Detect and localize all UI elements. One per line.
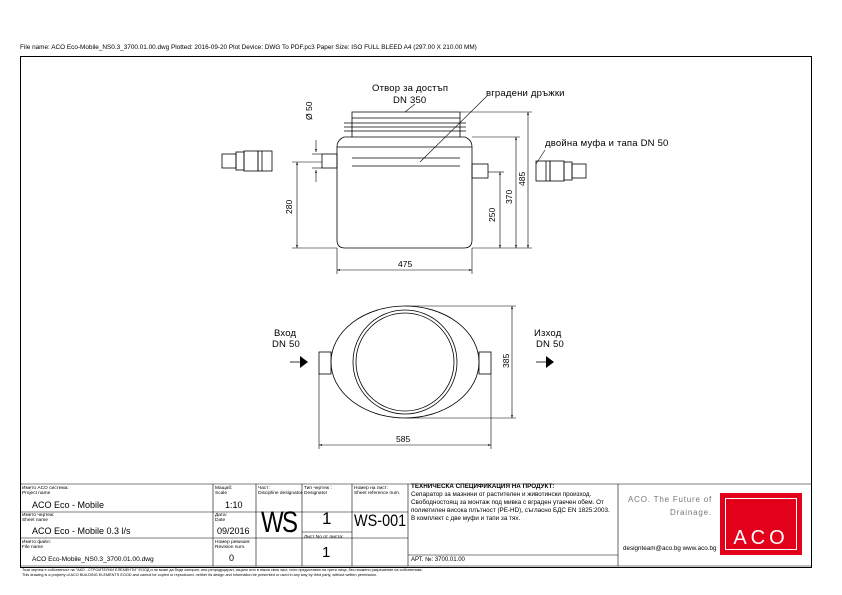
drawing-frame bbox=[20, 56, 812, 568]
type-label-en: Designator bbox=[304, 491, 328, 496]
file-name: ACO Eco-Mobile_NS0.3_3700.01.00.dwg bbox=[32, 556, 154, 563]
aco-logo: ACO bbox=[720, 493, 802, 555]
date-label-en: Date bbox=[215, 518, 226, 523]
part-label-bg: Част: bbox=[258, 486, 270, 491]
footer-notice-en: This drawing is a property of ACO BUILDI… bbox=[22, 573, 378, 577]
tagline-line-2: Drainage. bbox=[670, 508, 712, 517]
part-value: WS bbox=[261, 506, 298, 539]
footer-notice-bg: Този чертеж е собственост на "АКО - СТРО… bbox=[22, 568, 423, 572]
scale-value: 1:10 bbox=[225, 500, 243, 510]
project-label-bg: Името ACO система: bbox=[22, 486, 69, 491]
article-number: АРТ. №: 3700.01.00 bbox=[411, 557, 465, 563]
outlet-label: Изход bbox=[534, 328, 562, 339]
dim-475: 475 bbox=[398, 259, 413, 269]
dimension-lines bbox=[292, 95, 546, 449]
flow-arrows bbox=[290, 356, 554, 368]
spec-line-4: В комплект с две муфи и тапи за тях. bbox=[411, 515, 521, 522]
left-double-sleeve bbox=[221, 150, 273, 172]
date-label-bg: Дата: bbox=[215, 513, 227, 518]
sheet-label-en: Sheet name bbox=[22, 518, 48, 523]
access-opening-label: Отвор за достъп bbox=[372, 83, 449, 94]
side-view-tank bbox=[321, 111, 489, 249]
ref-value: WS-001 bbox=[354, 511, 407, 530]
revision-value: 0 bbox=[229, 553, 235, 563]
double-sleeve-label: двойна муфа и тапа DN 50 bbox=[545, 138, 669, 149]
dim-585: 585 bbox=[396, 434, 411, 444]
scale-label-bg: Мащаб: bbox=[215, 486, 233, 491]
right-double-sleeve bbox=[535, 160, 587, 182]
sheet-name: ACO Eco - Mobile 0.3 l/s bbox=[32, 526, 131, 536]
inlet-size: DN 50 bbox=[272, 339, 300, 350]
project-name: ACO Eco - Mobile bbox=[32, 500, 105, 510]
sheet-label-bg: Името чертеж: bbox=[22, 513, 55, 518]
tagline-line-1: ACO. The Future of bbox=[628, 495, 713, 504]
revision-label-bg: Номер ревизия: bbox=[215, 540, 251, 545]
access-opening-size: DN 350 bbox=[393, 95, 427, 106]
handles-label: вградени дръжки bbox=[486, 88, 565, 99]
project-label-en: Project name bbox=[22, 491, 51, 496]
date-value: 09/2016 bbox=[217, 526, 250, 536]
spec-line-3: полиетилен висока плътност (PE-HD), съгл… bbox=[411, 507, 610, 514]
inlet-label: Вход bbox=[274, 328, 297, 339]
file-info-header: File name: ACO Eco-Mobile_NS0.3_3700.01.… bbox=[20, 44, 477, 51]
contact-info: designteam@aco.bg www.aco.bg bbox=[623, 545, 717, 552]
type-label-bg: Тип чертеж : bbox=[304, 486, 332, 491]
ref-label-bg: Номер на лист: bbox=[354, 486, 389, 491]
sheet-number-label: Лист No от листа: bbox=[304, 535, 344, 540]
aco-logo-text: ACO bbox=[733, 527, 789, 549]
spec-line-1: Сепаратор за мазнини от растителен и жив… bbox=[411, 491, 592, 498]
sheet-number-value: 1 bbox=[322, 544, 331, 561]
scale-label-en: Scale bbox=[215, 491, 227, 496]
revision-label-en: Revision num. bbox=[215, 545, 246, 550]
outlet-size: DN 50 bbox=[536, 339, 564, 350]
part-label-en: Discipline designator bbox=[258, 491, 303, 496]
spec-line-2: Свободностоящ за монтаж под мивка с вгра… bbox=[411, 499, 604, 506]
file-label-en: File name bbox=[22, 545, 44, 550]
ref-label-en: Sheet reference num. bbox=[354, 491, 401, 496]
file-label-bg: Името файл: bbox=[22, 540, 51, 545]
spec-title: ТЕХНИЧЕСКА СПЕЦИФИКАЦИЯ НА ПРОДУКТ: bbox=[411, 483, 555, 490]
type-value: 1 bbox=[322, 509, 332, 528]
